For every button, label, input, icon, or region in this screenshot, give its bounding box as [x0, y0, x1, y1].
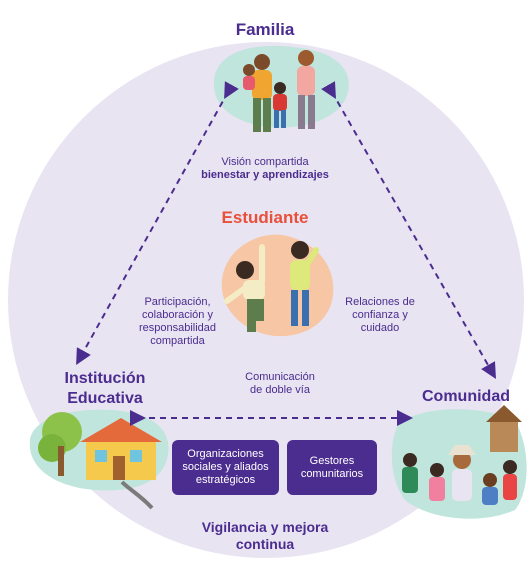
edge-label-left-line3: responsabilidad — [138, 322, 217, 334]
node-institucion-educativa: Institución Educativa — [40, 369, 170, 409]
edge-label-right-line2: confianza y — [352, 309, 408, 321]
box-gestores-line1: Gestores — [309, 454, 355, 467]
relationship-arrows — [76, 81, 496, 426]
box-organizaciones-line2: sociales y aliados — [182, 461, 269, 473]
edge-label-right-line3: cuidado — [360, 322, 400, 334]
edge-label-top-line2: bienestar y aprendizajes — [201, 169, 329, 181]
edge-label-left-line2: colaboración y — [142, 309, 213, 321]
node-comunidad: Comunidad — [422, 388, 510, 405]
edge-label-right: Relaciones de confianza y cuidado — [335, 296, 425, 335]
family-illustration — [213, 45, 349, 132]
students-illustration — [221, 234, 334, 337]
box-organizaciones-line1: Organizaciones — [187, 448, 264, 460]
edge-label-bottom-line2: de doble vía — [250, 384, 310, 396]
box-gestores: Gestores comunitarios — [287, 440, 377, 495]
footer-line1: Vigilancia y mejora — [201, 519, 329, 535]
node-estudiante: Estudiante — [221, 208, 309, 227]
edge-label-bottom: Comunicación de doble vía — [225, 371, 335, 397]
footer-line2: continua — [235, 536, 295, 552]
edge-label-top-line1: Visión compartida — [221, 156, 309, 168]
node-familia: Familia — [235, 20, 295, 39]
edge-label-bottom-line1: Comunicación — [245, 371, 315, 383]
community-illustration — [391, 405, 527, 519]
edge-label-left-line1: Participación, — [144, 296, 211, 308]
footer-vigilancia: Vigilancia y mejora continua — [165, 519, 365, 553]
box-gestores-line2: comunitarios — [300, 467, 364, 480]
edge-label-top: Visión compartida bienestar y aprendizaj… — [190, 156, 340, 182]
edge-label-right-line1: Relaciones de — [345, 296, 415, 308]
school-illustration — [29, 409, 169, 510]
edge-label-left-line4: compartida — [150, 335, 205, 347]
node-institucion-line2: Educativa — [67, 390, 143, 407]
node-institucion-line1: Institución — [64, 370, 146, 387]
box-organizaciones: Organizaciones sociales y aliados estrat… — [172, 440, 279, 495]
edge-label-left: Participación, colaboración y responsabi… — [125, 296, 230, 348]
box-organizaciones-line3: estratégicos — [195, 474, 256, 486]
